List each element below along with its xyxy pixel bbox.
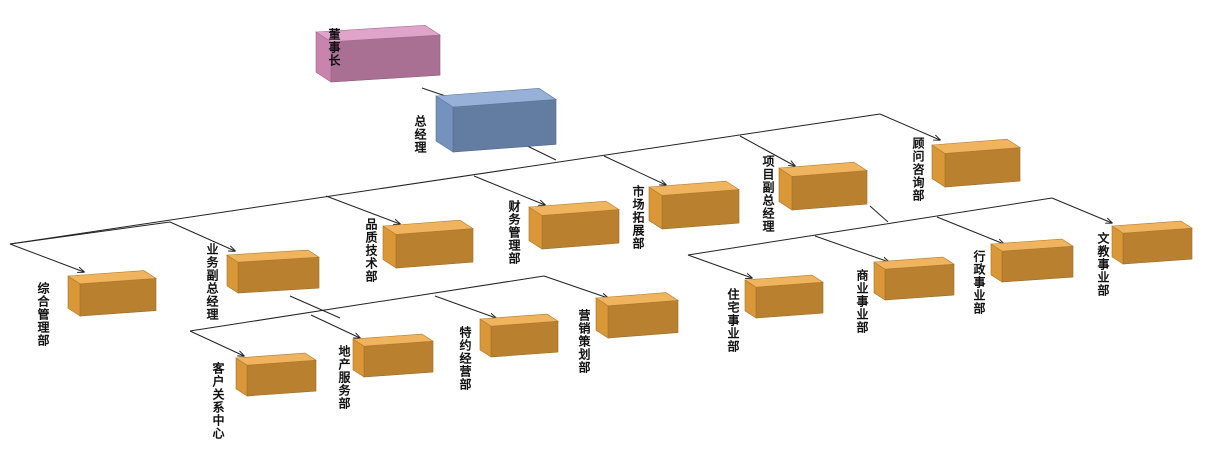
node-label-business_vp: 业务副总经理 (205, 243, 219, 321)
connector-arrow-project_vp-to-commercial (814, 235, 889, 262)
connector-arrow-gm-to-consulting (879, 113, 940, 140)
connector-arrow-business_vp-to-franchise (434, 295, 496, 318)
block-front-face (1001, 245, 1074, 283)
node-block-finance[interactable] (528, 200, 620, 250)
block-top-face (778, 161, 868, 177)
connector-arrow-business_vp-to-realestate (310, 314, 360, 338)
node-block-chairman[interactable] (315, 24, 441, 83)
node-label-project_vp: 项目副总经理 (761, 155, 775, 233)
block-top-face (435, 88, 557, 108)
block-top-face (873, 256, 955, 270)
node-block-realestate[interactable] (352, 333, 434, 378)
node-block-culture_edu[interactable] (1111, 220, 1193, 265)
node-block-admin[interactable] (990, 238, 1074, 283)
node-block-quality_tech[interactable] (382, 219, 474, 269)
block-front-face (79, 278, 157, 317)
node-block-comprehensive[interactable] (67, 270, 157, 317)
node-block-gm[interactable] (435, 88, 557, 153)
node-label-quality_tech: 品质技术部 (364, 218, 378, 283)
node-block-planning[interactable] (595, 292, 679, 339)
connector-arrow-gm-to-quality_tech (325, 195, 400, 224)
connector-arrow-gm-to-project_vp (739, 135, 795, 166)
node-label-consulting: 顾问咨询部 (911, 137, 925, 202)
connector-arrow-project_vp-to-culture_edu (1051, 197, 1112, 223)
block-top-face (528, 200, 620, 216)
node-block-business_vp[interactable] (226, 249, 320, 294)
node-label-admin: 行政事业部 (972, 250, 986, 315)
node-block-consulting[interactable] (931, 138, 1021, 188)
block-top-face (931, 138, 1021, 154)
block-top-face (226, 249, 320, 263)
node-label-planning: 营销策划部 (577, 309, 591, 374)
block-layer (67, 24, 1193, 397)
node-label-franchise: 特约经营部 (458, 326, 472, 391)
block-front-face (237, 256, 320, 294)
node-label-chairman: 董事长 (327, 28, 341, 67)
connector-arrow-project_vp-to-residential (687, 254, 752, 278)
node-block-residential[interactable] (744, 274, 824, 319)
block-front-face (884, 263, 955, 301)
block-top-face (352, 333, 434, 347)
node-block-project_vp[interactable] (778, 161, 868, 211)
block-top-face (990, 238, 1074, 252)
block-top-face (67, 270, 157, 285)
business-vp-drop-line (289, 295, 341, 319)
block-front-face (490, 320, 559, 358)
node-block-customer[interactable] (235, 352, 317, 397)
node-label-marketing: 市场拓展部 (631, 185, 645, 250)
connector-arrow-business_vp-to-planning (543, 275, 608, 298)
block-front-face (607, 300, 679, 339)
block-front-face (661, 189, 740, 230)
block-top-face (315, 24, 441, 43)
node-label-finance: 财务管理部 (507, 200, 521, 265)
node-block-franchise[interactable] (479, 313, 559, 358)
project-vp-drop-line (869, 205, 889, 223)
block-front-face (363, 340, 434, 378)
block-front-face (1122, 227, 1193, 265)
block-front-face (395, 228, 474, 269)
node-label-culture_edu: 文教事业部 (1096, 232, 1110, 297)
block-front-face (755, 281, 824, 319)
block-top-face (382, 219, 474, 235)
node-label-residential: 住宅事业部 (726, 288, 740, 353)
block-front-face (944, 147, 1021, 188)
node-block-marketing[interactable] (648, 180, 740, 230)
node-label-commercial: 商业事业部 (855, 269, 869, 334)
block-front-face (791, 170, 868, 211)
business-vp-trunk-line (189, 275, 545, 332)
connector-layer (9, 87, 1112, 356)
connector-arrow-gm-to-marketing (603, 155, 666, 185)
block-top-face (595, 292, 679, 307)
block-top-face (479, 313, 559, 327)
block-front-face (452, 99, 557, 153)
block-top-face (1111, 220, 1193, 234)
connector-arrow-gm-to-finance (473, 175, 545, 205)
connector-arrow-project_vp-to-admin (936, 216, 1004, 244)
block-front-face (541, 209, 620, 250)
node-label-comprehensive: 综合管理部 (36, 282, 50, 347)
block-top-face (235, 352, 317, 366)
block-top-face (648, 180, 740, 196)
project-vp-trunk-line (687, 197, 1053, 256)
node-block-commercial[interactable] (873, 256, 955, 301)
block-top-face (744, 274, 824, 288)
block-front-face (330, 34, 441, 83)
block-front-face (246, 359, 317, 397)
node-label-customer: 客户关系中心 (211, 362, 225, 440)
node-label-realestate: 地产服务部 (337, 345, 351, 410)
connector-arrow-gm-to-comprehensive (9, 221, 171, 272)
node-label-gm: 总经理 (413, 115, 427, 154)
connector-arrow-business_vp-to-customer (189, 330, 244, 356)
connector-arrow-gm-to-business_vp (169, 221, 235, 251)
gm-trunk-line (9, 113, 881, 245)
